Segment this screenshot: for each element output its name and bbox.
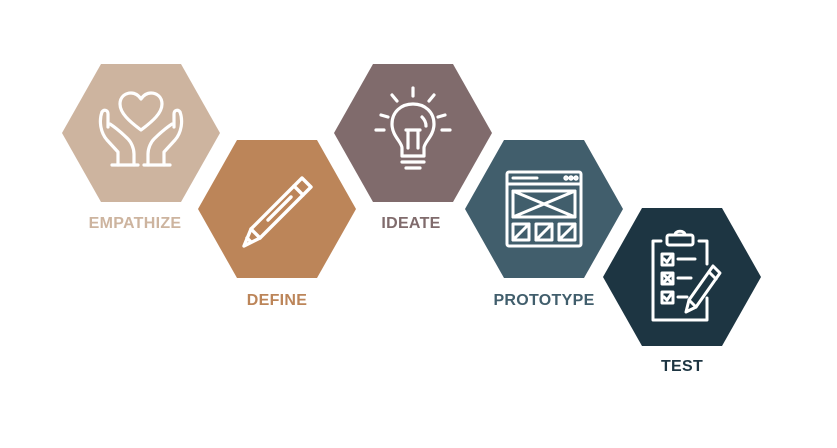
- hands-heart-icon: [98, 91, 184, 167]
- lightbulb-icon: [374, 86, 452, 170]
- wireframe-icon: [505, 170, 583, 248]
- hexagon-define: [198, 140, 356, 278]
- stage-label-ideate: IDEATE: [381, 215, 441, 232]
- hexagon-test: [603, 208, 761, 346]
- hexagon-prototype: [465, 140, 623, 278]
- hexagon-empathize: [62, 64, 220, 202]
- stage-label-prototype: PROTOTYPE: [493, 292, 595, 309]
- hexagon-ideate: [334, 64, 492, 202]
- clipboard-checklist-icon: [651, 229, 722, 322]
- stage-label-empathize: EMPATHIZE: [88, 215, 182, 232]
- pencil-icon: [242, 176, 313, 248]
- stage-label-test: TEST: [660, 358, 704, 375]
- stage-label-define: DEFINE: [246, 292, 308, 309]
